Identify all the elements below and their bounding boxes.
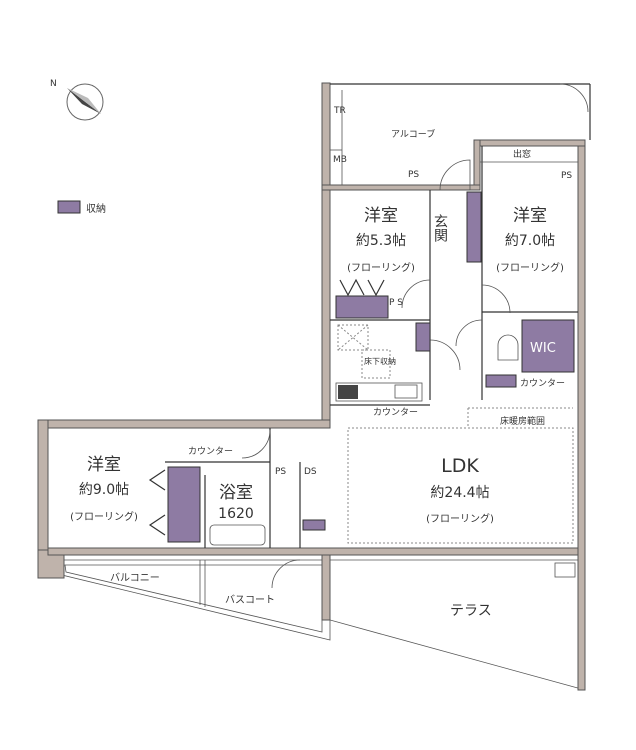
balcony-label: バルコニー: [110, 572, 160, 584]
room3-size: 約9.0帖: [79, 482, 129, 498]
room2-floor: (フローリング): [496, 261, 564, 274]
floor-heating-label: 床暖房範囲: [500, 415, 545, 427]
ps-label: PS: [408, 170, 419, 180]
room3-name: 洋室: [87, 455, 121, 475]
ps-label: PS: [275, 467, 286, 477]
entrance-label: 玄関: [432, 213, 448, 243]
kitchen-counter-label: カウンター: [373, 407, 418, 418]
wic-label: WIC: [530, 341, 556, 356]
room2-size: 約7.0帖: [505, 233, 555, 249]
ldk-size: 約24.4帖: [430, 485, 489, 501]
floor-heating-range: [347, 427, 574, 544]
bathtub: [209, 524, 266, 546]
legend-label: 収納: [86, 202, 106, 215]
bathcourt-label: バスコート: [225, 594, 275, 606]
balcony-outline: [61, 559, 331, 641]
balcony-inner-outline: [64, 564, 323, 633]
ds-label: DS: [304, 467, 317, 477]
compass-icon: N: [50, 79, 104, 121]
room1-name: 洋室: [364, 206, 398, 226]
counter-label: カウンター: [188, 446, 233, 457]
storage-areas: [167, 191, 575, 543]
bath-size: 1620: [218, 506, 254, 522]
terrace-label: テラス: [450, 603, 492, 619]
ps-label: P S: [389, 298, 403, 308]
partitions: [148, 83, 589, 589]
bath-name: 浴室: [219, 483, 253, 503]
kitchen-counter: [335, 382, 423, 402]
underfloor-storage-marker: [337, 324, 369, 351]
ps-label: PS: [561, 171, 572, 181]
mb-label: MB: [333, 155, 347, 165]
tr-label: TR: [333, 106, 346, 116]
legend-swatch: [57, 200, 81, 214]
ldk-name: LDK: [441, 455, 479, 477]
room2-name: 洋室: [513, 206, 547, 226]
walls: [37, 82, 591, 691]
room1-size: 約5.3帖: [356, 233, 406, 249]
terrace-outline: [329, 559, 586, 691]
room1-floor: (フローリング): [347, 261, 415, 274]
room3-floor: (フローリング): [70, 510, 138, 523]
ldk-floor: (フローリング): [426, 512, 494, 525]
bay-window-label: 出窓: [513, 148, 531, 160]
alcove-label: アルコーブ: [391, 128, 435, 140]
underfloor-storage-label: 床下収納: [364, 356, 396, 366]
counter-label: カウンター: [520, 378, 565, 389]
compass-north-label: N: [50, 79, 57, 89]
toilet: [497, 334, 519, 361]
